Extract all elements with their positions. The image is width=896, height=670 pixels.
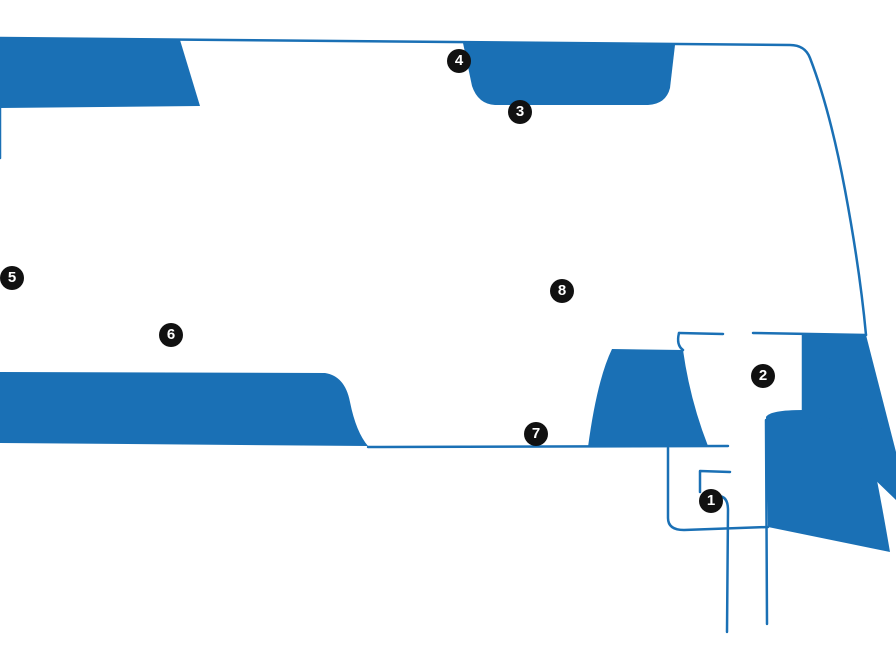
- shade-top-left: [0, 38, 200, 108]
- cable-right-strand: [764, 418, 769, 626]
- shade-right-upper: [803, 335, 896, 500]
- cable-clip: [698, 469, 732, 494]
- sensor-bracket-stem: [676, 331, 685, 352]
- callout-8: 8: [550, 279, 574, 303]
- callout-7: 7: [524, 422, 548, 446]
- callout-2: 2: [751, 364, 775, 388]
- shade-bottom-center: [588, 349, 708, 447]
- shade-top-center: [463, 43, 675, 105]
- shade-bottom-left: [0, 372, 368, 446]
- callout-6: 6: [159, 323, 183, 347]
- callout-4: 4: [447, 49, 471, 73]
- sensor-bracket-top-left: [677, 331, 725, 336]
- sensor-bracket-top-right: [751, 331, 868, 337]
- cable-housing-outline: [666, 446, 770, 532]
- callout-5: 5: [0, 266, 24, 290]
- callout-1: 1: [699, 489, 723, 513]
- windshield-bottom-edge: [366, 444, 730, 449]
- windshield-top-edge: [0, 36, 868, 337]
- cable-left-strand: [716, 494, 730, 634]
- callout-3: 3: [508, 100, 532, 124]
- shade-right-lower: [766, 410, 890, 552]
